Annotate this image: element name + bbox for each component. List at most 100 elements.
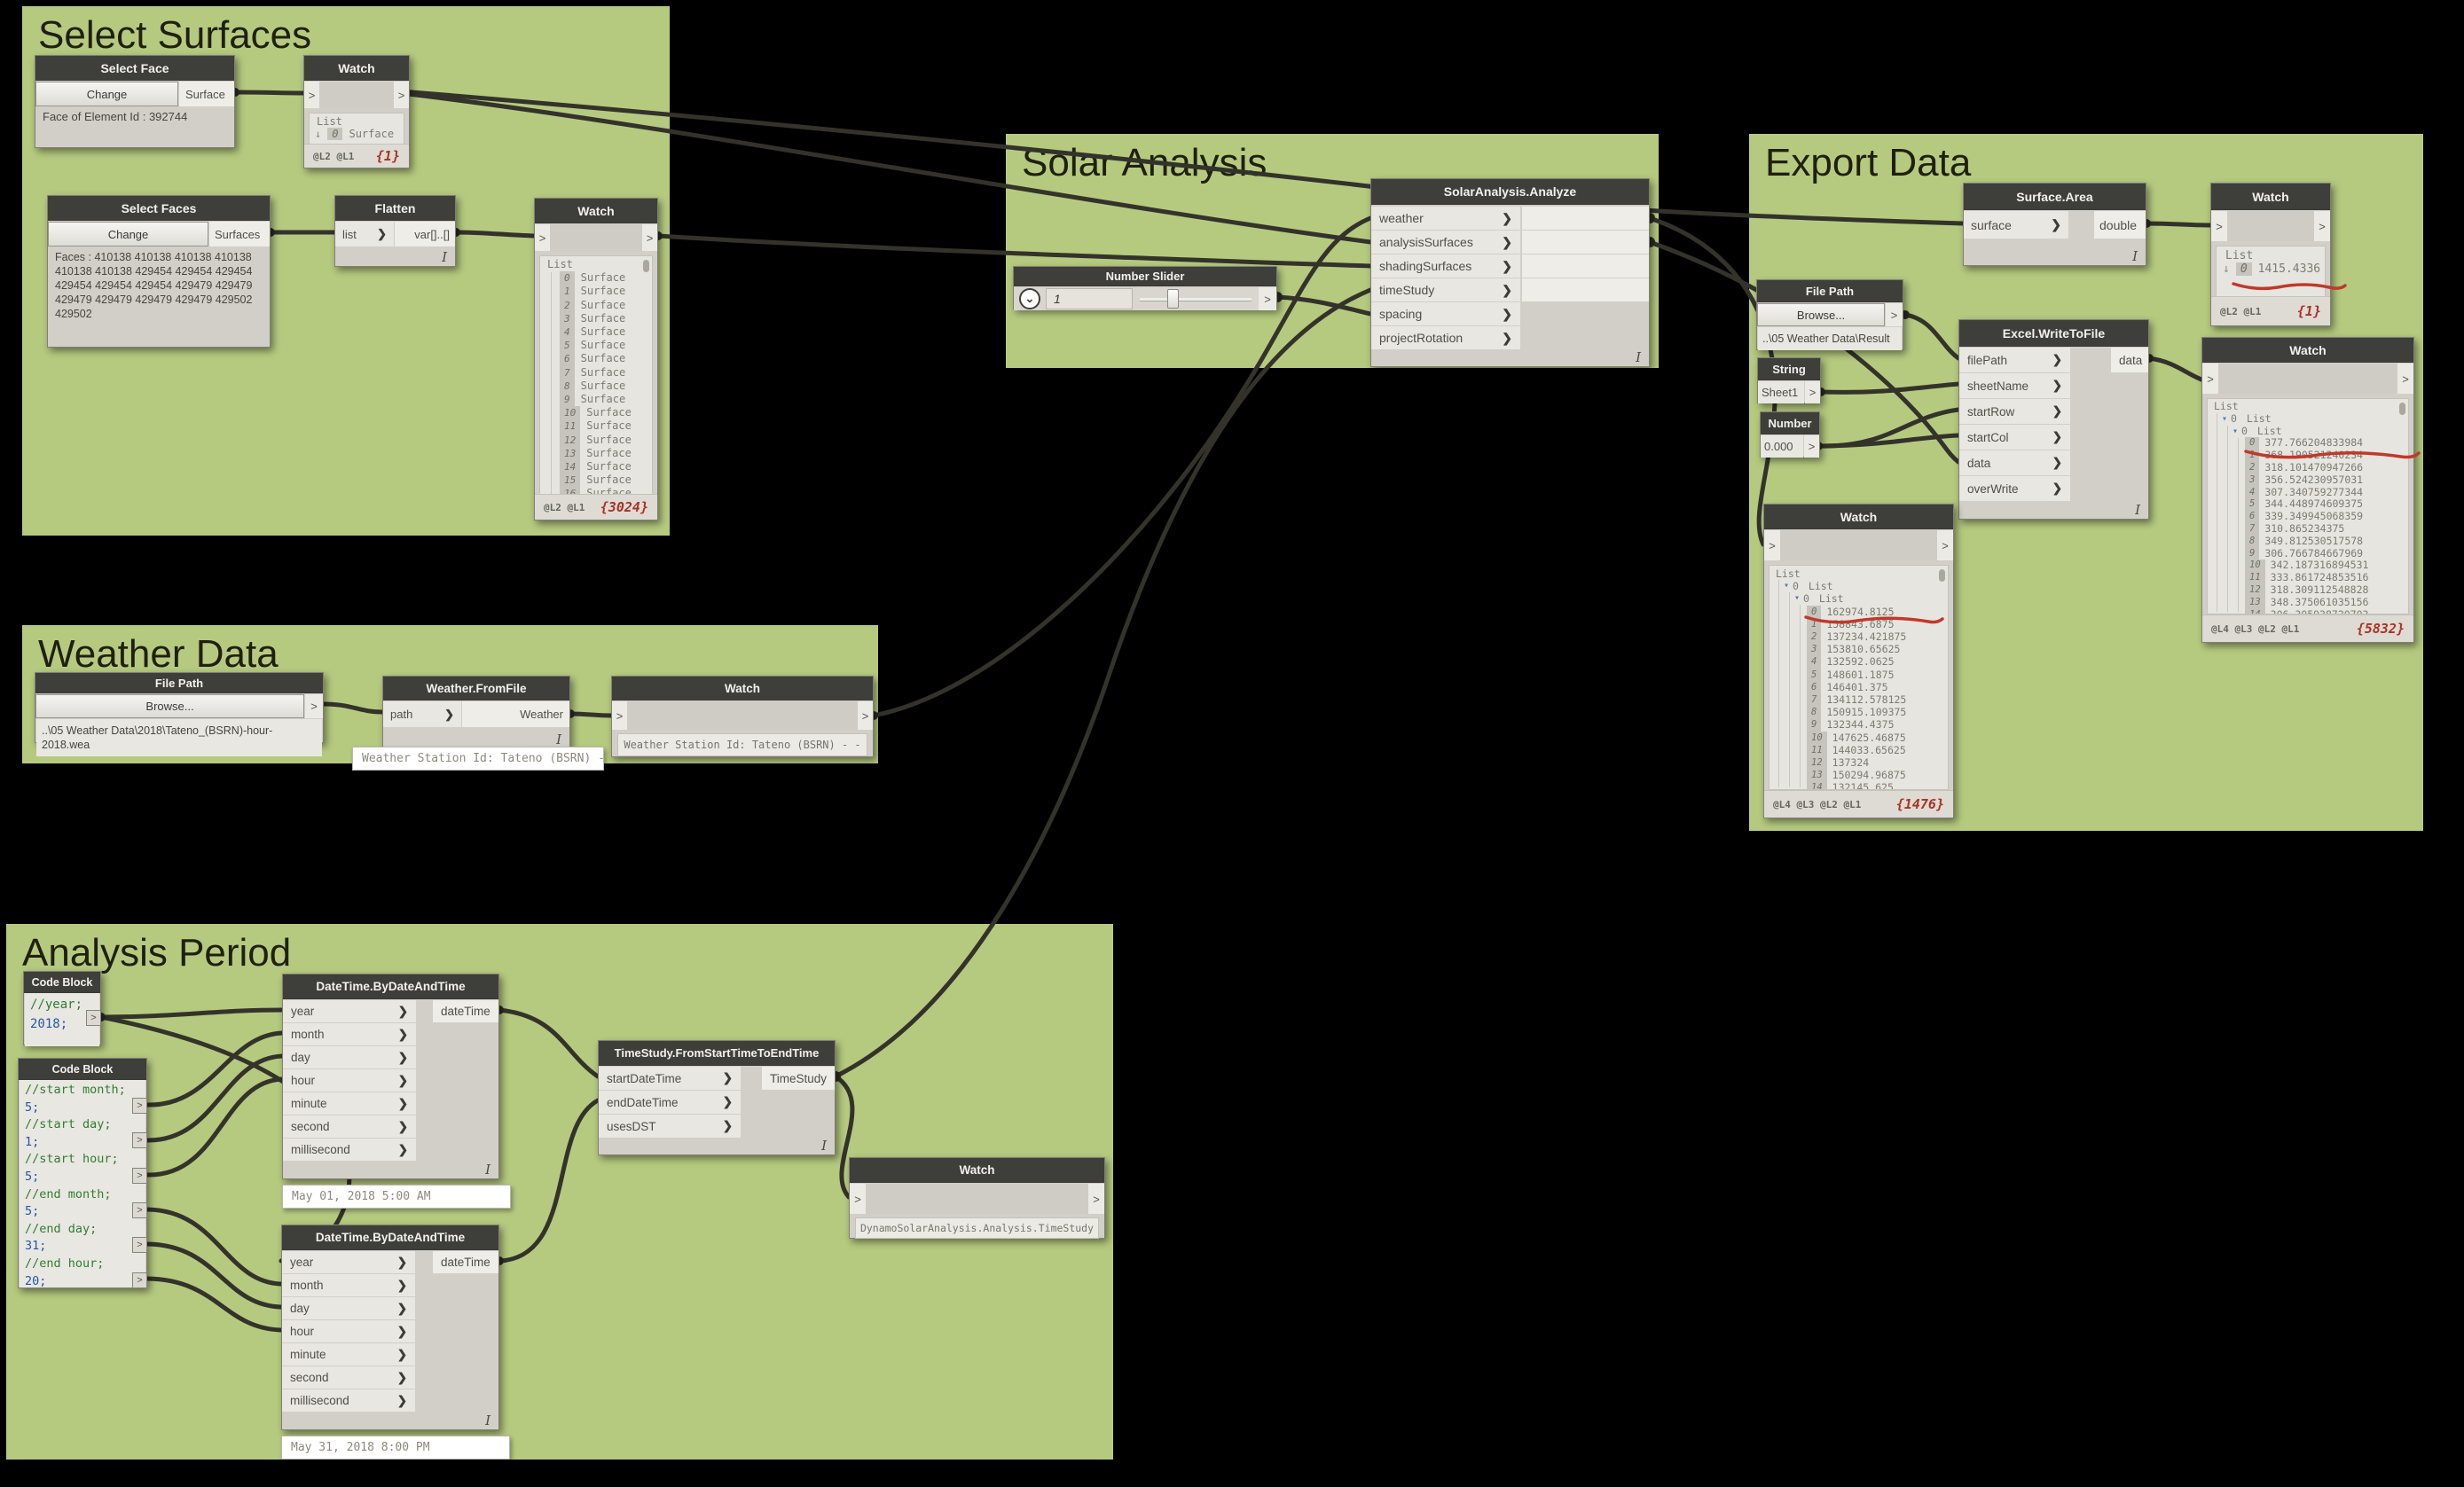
- output-port[interactable]: [1259, 287, 1276, 310]
- output-port[interactable]: [132, 1132, 147, 1148]
- output-port[interactable]: [2314, 211, 2330, 241]
- node-watch-area[interactable]: Watch List 0 1415.4336 @L2 @L1 {1}: [2210, 183, 2331, 326]
- output-port[interactable]: [1805, 381, 1820, 403]
- node-time-study[interactable]: TimeStudy.FromStartTimeToEndTime startDa…: [598, 1040, 836, 1155]
- input-port[interactable]: [1764, 530, 1780, 560]
- lacing-indicator[interactable]: I: [1636, 349, 1641, 365]
- input-port-row[interactable]: month: [283, 1023, 416, 1045]
- node-title-bar[interactable]: DateTime.ByDateAndTime: [283, 974, 498, 999]
- node-datetime-start[interactable]: DateTime.ByDateAndTime year month day ho…: [282, 974, 499, 1179]
- node-title-bar[interactable]: Watch: [612, 677, 873, 700]
- node-weather-fromfile[interactable]: Weather.FromFile path Weather I: [382, 676, 570, 749]
- input-port-row[interactable]: minute: [283, 1092, 416, 1115]
- output-port[interactable]: [1804, 435, 1819, 458]
- input-port-row[interactable]: projectRotation: [1371, 326, 1520, 349]
- input-port-row[interactable]: minute: [282, 1343, 415, 1366]
- input-port-row[interactable]: millisecond: [282, 1389, 415, 1412]
- output-port-row[interactable]: [1522, 207, 1649, 230]
- input-port-row[interactable]: hour: [282, 1320, 415, 1342]
- output-port-datetime[interactable]: dateTime: [433, 1251, 498, 1273]
- output-port[interactable]: [86, 1010, 101, 1026]
- input-port[interactable]: [2202, 364, 2218, 394]
- input-port[interactable]: [535, 224, 550, 251]
- output-port[interactable]: [132, 1237, 147, 1253]
- node-title-bar[interactable]: Number Slider: [1014, 267, 1276, 286]
- expand-triangle-icon[interactable]: ▾: [1794, 593, 1801, 604]
- output-port-data[interactable]: data: [2111, 348, 2148, 372]
- node-title-bar[interactable]: Watch: [2211, 184, 2330, 210]
- output-port[interactable]: [132, 1168, 147, 1184]
- expand-triangle-icon[interactable]: ▾: [2222, 413, 2228, 424]
- number-value[interactable]: 0.000: [1761, 435, 1803, 458]
- node-title-bar[interactable]: Number: [1761, 412, 1819, 434]
- input-port-row[interactable]: overWrite: [1959, 476, 2070, 501]
- slider-track[interactable]: [1136, 289, 1255, 309]
- node-watch-weather[interactable]: Watch Weather Station Id: Tateno (BSRN) …: [611, 676, 874, 757]
- node-select-faces[interactable]: Select Faces Change Surfaces Faces : 410…: [47, 195, 271, 348]
- lacing-indicator[interactable]: I: [485, 1162, 490, 1178]
- node-title-bar[interactable]: Code Block: [24, 972, 100, 993]
- node-title-bar[interactable]: Weather.FromFile: [383, 677, 569, 700]
- node-title-bar[interactable]: DateTime.ByDateAndTime: [282, 1225, 498, 1250]
- node-datetime-end[interactable]: DateTime.ByDateAndTime year month day ho…: [281, 1225, 499, 1430]
- lacing-levels[interactable]: @L2 @L1: [544, 501, 585, 513]
- input-port-row[interactable]: startDateTime: [599, 1067, 741, 1090]
- input-port-row[interactable]: endDateTime: [599, 1091, 741, 1114]
- input-port-row[interactable]: month: [282, 1274, 415, 1296]
- input-port-row[interactable]: hour: [283, 1069, 416, 1092]
- node-title-bar[interactable]: Watch: [2202, 338, 2413, 363]
- output-port-row[interactable]: [1522, 278, 1649, 301]
- output-port-surfaces[interactable]: Surfaces: [209, 222, 270, 247]
- input-port-row[interactable]: day: [282, 1297, 415, 1319]
- input-port-row[interactable]: usesDST: [599, 1115, 741, 1138]
- lacing-levels[interactable]: @L2 @L1: [313, 150, 355, 162]
- node-solar-analyze[interactable]: SolarAnalysis.Analyze weather analysisSu…: [1370, 178, 1650, 367]
- output-port-var[interactable]: var[]..[]: [395, 222, 455, 247]
- node-number[interactable]: Number 0.000: [1760, 411, 1820, 458]
- node-title-bar[interactable]: SolarAnalysis.Analyze: [1371, 179, 1649, 205]
- input-port[interactable]: [2211, 211, 2227, 241]
- input-port-row[interactable]: millisecond: [283, 1139, 416, 1161]
- input-port-row[interactable]: day: [283, 1046, 416, 1068]
- node-select-face[interactable]: Select Face Change Surface Face of Eleme…: [35, 55, 235, 148]
- node-watch-timestudy[interactable]: Watch DynamoSolarAnalysis.Analysis.TimeS…: [849, 1157, 1105, 1239]
- output-port-surface[interactable]: Surface: [179, 82, 234, 106]
- node-code-block-range[interactable]: Code Block //start month;5;//start day;1…: [18, 1058, 147, 1288]
- watch-list[interactable]: List 0 1415.4336: [2216, 246, 2326, 299]
- input-port-row[interactable]: filePath: [1959, 348, 2070, 372]
- output-port[interactable]: [132, 1098, 147, 1114]
- node-watch-average[interactable]: Watch List ▾0 List ▾0 List 0377.76620483…: [2201, 337, 2414, 643]
- output-port[interactable]: [1088, 1184, 1104, 1214]
- input-port-row[interactable]: year: [283, 1000, 416, 1022]
- node-title-bar[interactable]: Watch: [850, 1158, 1104, 1183]
- scrollbar-thumb[interactable]: [2399, 403, 2405, 415]
- input-port-row[interactable]: second: [282, 1366, 415, 1389]
- lacing-levels[interactable]: @L2 @L1: [2220, 305, 2262, 317]
- expand-triangle-icon[interactable]: ▾: [1784, 581, 1790, 591]
- input-port-row[interactable]: startCol: [1959, 425, 2070, 450]
- node-title-bar[interactable]: Flatten: [335, 196, 455, 221]
- input-port-row[interactable]: spacing: [1371, 302, 1520, 325]
- expand-triangle-icon[interactable]: ▾: [2233, 426, 2239, 436]
- lacing-levels[interactable]: @L4 @L3 @L2 @L1: [2211, 622, 2300, 635]
- input-port-row[interactable]: weather: [1371, 207, 1520, 230]
- input-port[interactable]: [304, 82, 319, 108]
- input-port[interactable]: [612, 701, 627, 730]
- node-number-slider[interactable]: Number Slider ⌄ 1: [1013, 266, 1277, 310]
- output-port[interactable]: [2397, 364, 2413, 394]
- file-path-value[interactable]: ..\05 Weather Data\Result: [1758, 327, 1902, 350]
- input-port-path[interactable]: path: [383, 701, 461, 727]
- lacing-indicator[interactable]: I: [2135, 502, 2140, 518]
- output-port[interactable]: [305, 694, 323, 718]
- string-value[interactable]: Sheet1: [1758, 381, 1804, 403]
- output-port-datetime[interactable]: dateTime: [433, 1000, 498, 1022]
- dropdown-chevron-icon[interactable]: ⌄: [1019, 288, 1040, 309]
- output-port[interactable]: [394, 82, 409, 108]
- node-flatten[interactable]: Flatten list var[]..[] I: [334, 195, 456, 267]
- output-port[interactable]: [132, 1202, 147, 1218]
- node-title-bar[interactable]: String: [1758, 358, 1820, 380]
